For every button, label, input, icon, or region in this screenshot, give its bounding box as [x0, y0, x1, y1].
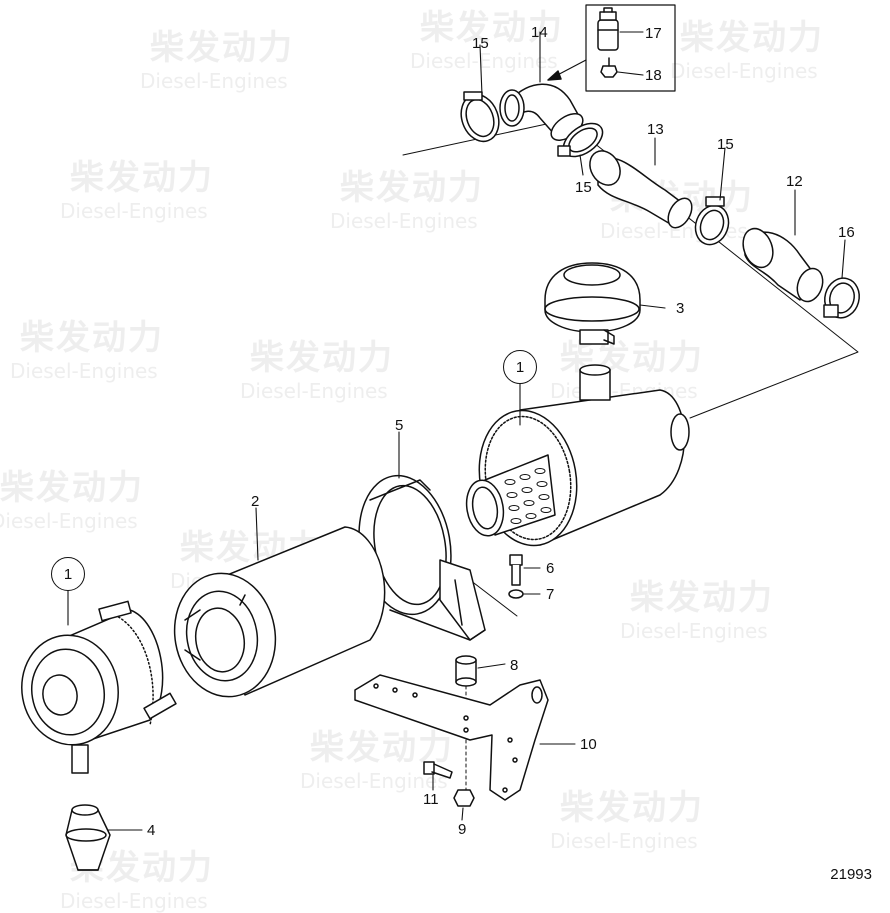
clamp-15a: [460, 91, 500, 143]
bolt-6: [509, 554, 523, 586]
callout-12: 12: [786, 173, 803, 190]
callout-4: 4: [147, 822, 156, 839]
leader-lines: [67, 31, 846, 831]
rubber-mount-8: [455, 655, 477, 687]
clamp-15b: [557, 122, 604, 158]
assembly-line: [469, 579, 518, 617]
filter-element-2: [173, 526, 386, 698]
bracket-10: [354, 674, 549, 801]
dust-valve-4: [65, 804, 111, 871]
callout-13: 13: [647, 121, 664, 138]
screw-18: [600, 57, 618, 78]
callout-3: 3: [676, 300, 685, 317]
document-number: 21993: [830, 866, 872, 883]
clamp-16: [823, 277, 860, 319]
callout-11: 11: [423, 791, 439, 808]
callout-1: 1: [503, 350, 537, 384]
diagram-drawing: [21, 4, 860, 871]
callout-5: 5: [395, 417, 404, 434]
air-filter-housing-end: [21, 600, 177, 774]
callout-9: 9: [458, 821, 467, 838]
callout-6: 6: [546, 560, 555, 577]
clamp-15c: [694, 196, 730, 246]
callout-1: 1: [51, 557, 85, 591]
sensor-17: [597, 7, 619, 51]
nut-9: [453, 789, 475, 807]
callout-17: 17: [645, 25, 662, 42]
callout-15: 15: [717, 136, 734, 153]
inset-box: [585, 4, 676, 92]
bolt-11: [423, 761, 453, 779]
callout-14: 14: [531, 24, 548, 41]
callout-2: 2: [251, 493, 260, 510]
rain-cap-3: [544, 262, 641, 345]
callout-15: 15: [472, 35, 489, 52]
callout-18: 18: [645, 67, 662, 84]
hose-12: [742, 227, 824, 303]
air-filter-housing: [465, 364, 690, 547]
callout-8: 8: [510, 657, 519, 674]
washer-7: [508, 589, 524, 599]
callout-16: 16: [838, 224, 855, 241]
hose-13: [589, 150, 693, 229]
callout-15: 15: [575, 179, 592, 196]
callout-7: 7: [546, 586, 555, 603]
inset-arrowhead: [547, 70, 562, 81]
callout-10: 10: [580, 736, 597, 753]
